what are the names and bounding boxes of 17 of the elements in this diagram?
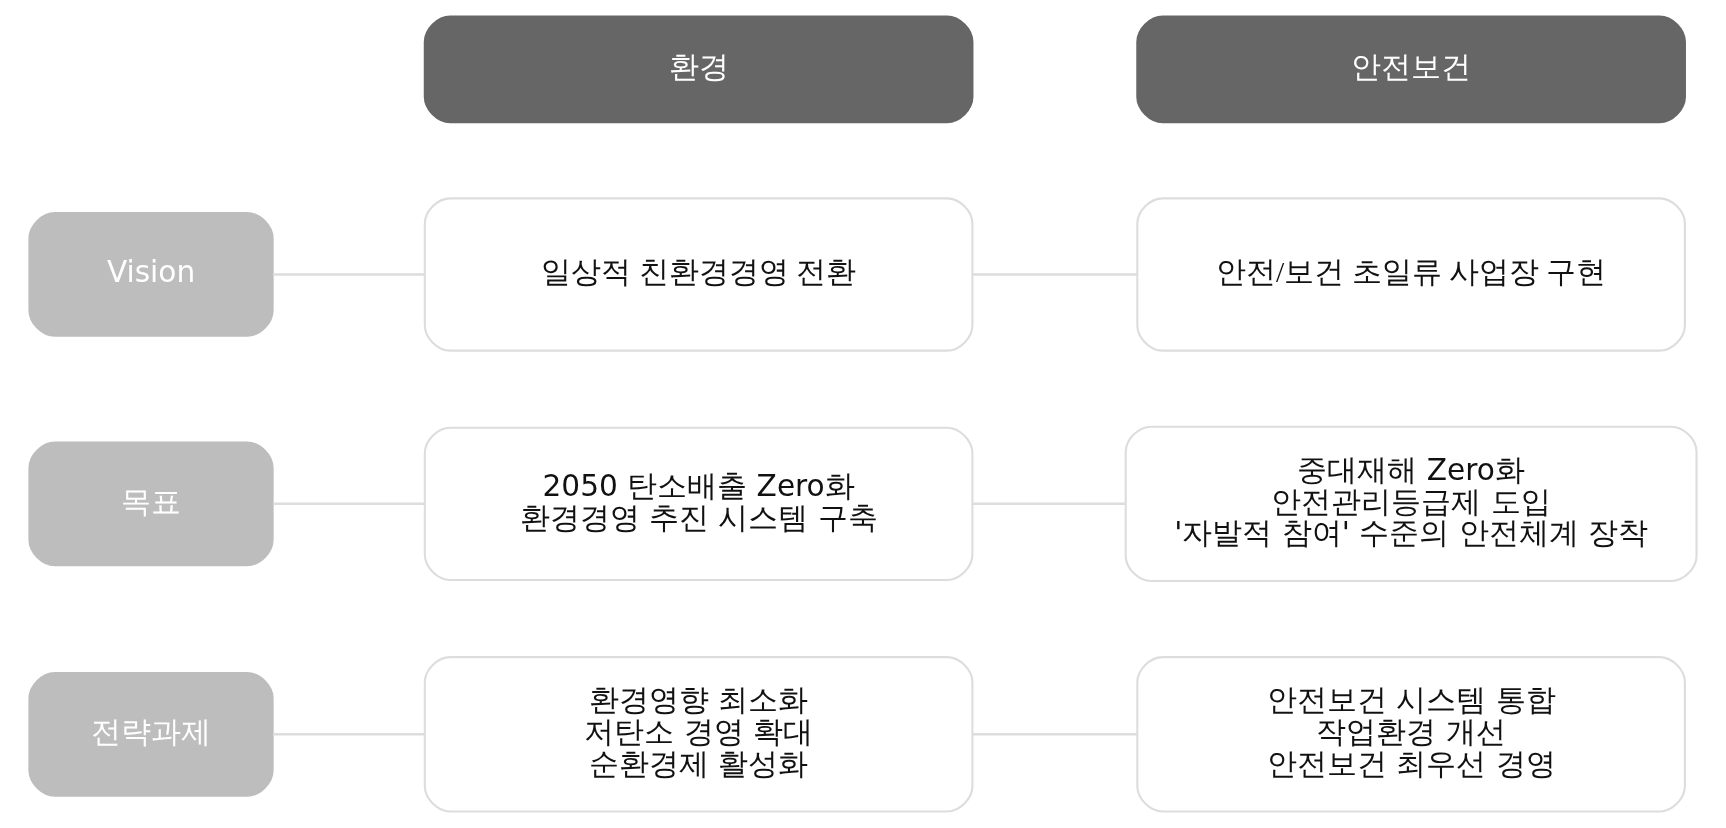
node-box: 2050 탄소배출 Zero화 환경경영 추진 시스템 구축	[423, 426, 974, 582]
connector	[972, 502, 1126, 506]
connector	[272, 273, 425, 276]
connector	[972, 273, 1138, 276]
node-box: 목표	[28, 441, 274, 567]
node-box: 안전보건 시스템 통합 작업환경 개선 안전보건 최우선 경영	[1136, 656, 1686, 813]
connector	[972, 733, 1138, 736]
node-box: Vision	[28, 212, 274, 337]
node-box: 환경영향 최소화 저탄소 경영 확대 순환경제 활성화	[423, 656, 974, 813]
connector	[272, 733, 425, 736]
node-box: 안전/보건 초일류 사업장 구현	[1136, 197, 1686, 352]
node-box: 전략과제	[28, 671, 274, 797]
node-box: 일상적 친환경경영 전환	[423, 197, 974, 352]
node-box: 중대재해 Zero화 안전관리등급제 도입 '자발적 참여' 수준의 안전체계 장착	[1124, 425, 1698, 583]
node-box: 안전보건	[1136, 15, 1686, 124]
connector	[272, 502, 425, 506]
node-box: 환경	[423, 15, 974, 124]
